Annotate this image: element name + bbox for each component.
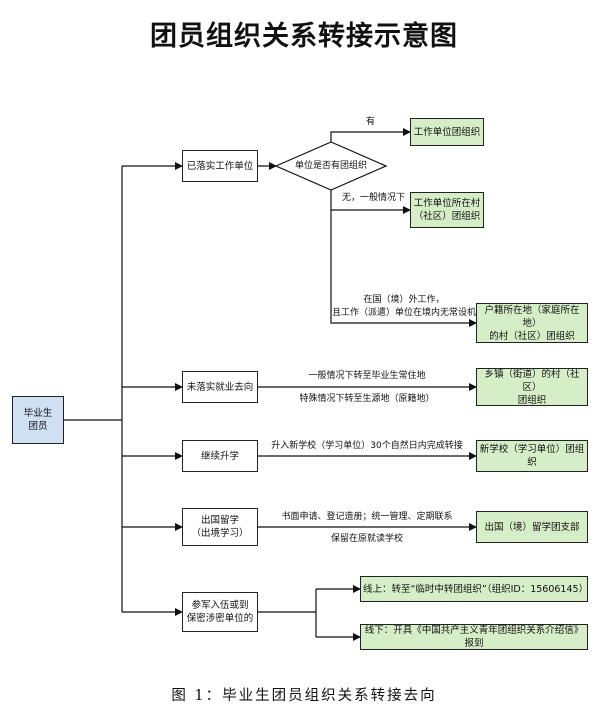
edge-label-yes: 有: [366, 117, 376, 127]
page-title: 团员组织关系转接示意图: [150, 21, 458, 52]
edge-label-unemployed-1: 一般情况下转至毕业生常住地: [308, 371, 426, 381]
target-offline-letter: 线下：开具《中国共产主义青年团组织关系介绍信》报到: [360, 624, 588, 650]
root-node: 毕业生 团员: [12, 396, 64, 444]
edge-label-overseas-1: 书面申请、登记造册；统一管理、定期联系: [281, 512, 453, 522]
edge-label-abroad-2: 且工作（派遣）单位在境内无常设机构: [332, 308, 486, 318]
figure-caption: 图 1：毕业生团员组织关系转接去向: [171, 688, 437, 704]
edge-label-abroad-1: 在国（境）外工作，: [363, 295, 445, 305]
target-overseas-org: 出国（境）留学团支部: [476, 511, 588, 543]
category-employed: 已落实工作单位: [182, 150, 258, 182]
category-military: 参军入伍或到 保密涉密单位的: [182, 592, 258, 632]
category-unemployed: 未落实就业去向: [182, 371, 258, 403]
target-unit-org: 工作单位团组织: [410, 118, 484, 146]
category-study-abroad: 出国留学 （出境学习）: [182, 508, 258, 546]
target-school-org: 新学校（学习单位）团组织: [476, 440, 588, 472]
edge-label-further-study: 升入新学校（学习单位）30个自然日内完成转接: [271, 441, 463, 451]
target-household-org: 户籍所在地（家庭所在地） 的村（社区）团组织: [476, 303, 588, 343]
decision-diamond: [274, 141, 388, 191]
edge-label-unemployed-2: 特殊情况下转至生源地（原籍地）: [299, 394, 435, 404]
edge-label-no-general: 无，一般情况下: [342, 193, 406, 203]
target-township-org: 乡镇（街道）的村（社区） 团组织: [476, 368, 588, 406]
target-village-org: 工作单位所在村 （社区）团组织: [410, 192, 484, 228]
category-further-study: 继续升学: [182, 440, 258, 472]
target-online-transfer: 线上：转至“临时中转团组织”（组织ID：15606145）: [360, 576, 588, 602]
decision-label: 单位是否有团组织: [294, 161, 367, 171]
edge-label-overseas-2: 保留在原就读学校: [330, 534, 403, 544]
